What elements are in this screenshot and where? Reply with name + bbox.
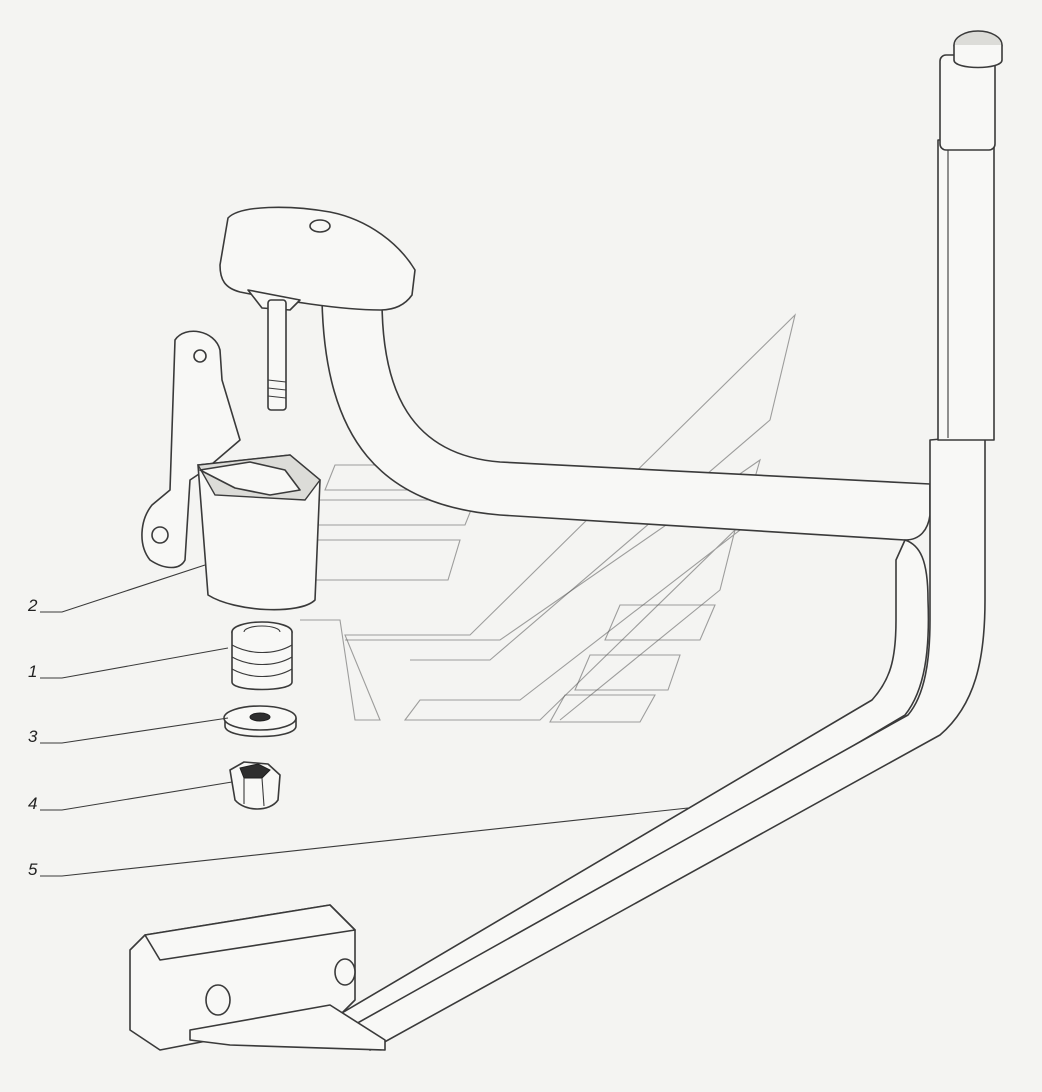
part-3-washer	[223, 705, 297, 738]
part-5-bracket-rod	[129, 30, 1003, 1051]
callout-5: 5	[28, 860, 38, 879]
part-4-cap-nut	[229, 761, 281, 810]
callout-4: 4	[28, 794, 38, 813]
handle-with-bolt	[219, 206, 416, 411]
callout-1: 1	[28, 662, 38, 681]
leader-lines	[40, 564, 689, 877]
part-2-latch-housing	[141, 330, 321, 611]
watermark-logo	[289, 313, 796, 723]
callout-3: 3	[28, 727, 38, 746]
part-1-spring	[231, 621, 293, 691]
callout-2: 2	[28, 596, 38, 615]
